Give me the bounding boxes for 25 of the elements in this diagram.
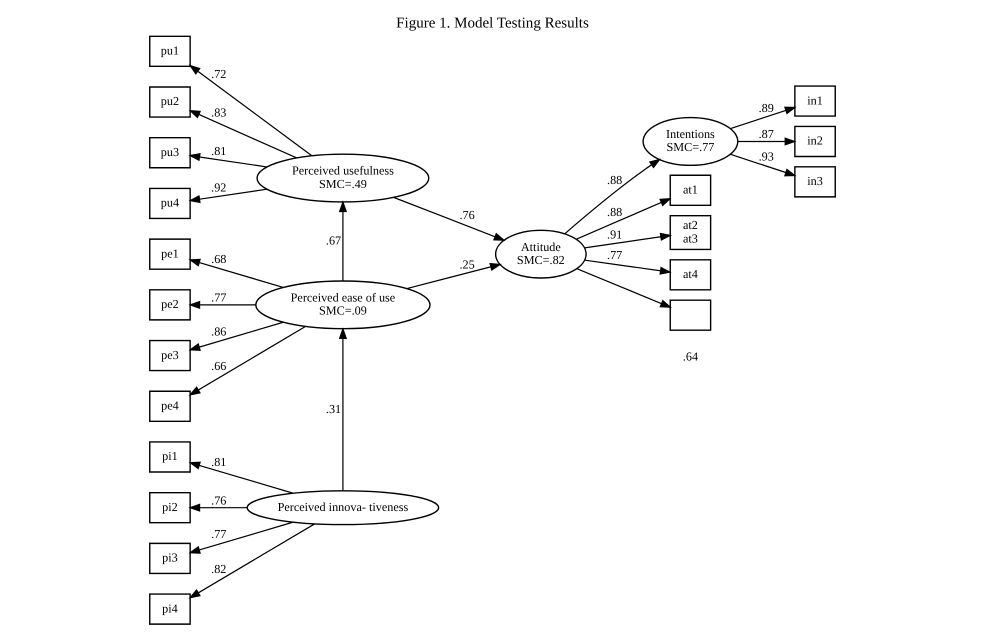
edge-label: .83 [211, 105, 226, 120]
edge-label: .93 [758, 150, 774, 164]
edge-label: .88 [607, 173, 622, 188]
diagram-title: Figure 1. Model Testing Results [396, 16, 589, 32]
edge-label: .81 [211, 454, 226, 469]
edge-label: .77 [211, 527, 226, 542]
edge-label: .82 [211, 562, 226, 576]
edge-label: .67 [326, 234, 342, 248]
edge-label: .91 [607, 228, 622, 242]
edge-label: .76 [211, 493, 226, 508]
edge-label: .89 [758, 100, 774, 115]
edge-label: .92 [211, 180, 226, 195]
label: .64 [682, 350, 698, 364]
edge-label: .81 [211, 144, 226, 158]
edge-label: .31 [326, 402, 342, 416]
edge-label: .76 [459, 208, 475, 222]
edge-label: .77 [211, 290, 226, 304]
edge-label: .88 [607, 205, 622, 220]
edge-label: .72 [211, 66, 226, 81]
edge-label: .86 [211, 324, 226, 338]
edge-label: .68 [211, 252, 226, 266]
edge-label: .25 [459, 258, 475, 272]
edge-label: .66 [211, 359, 226, 374]
edge-label: .87 [758, 127, 774, 142]
edge-label: .77 [607, 248, 622, 262]
